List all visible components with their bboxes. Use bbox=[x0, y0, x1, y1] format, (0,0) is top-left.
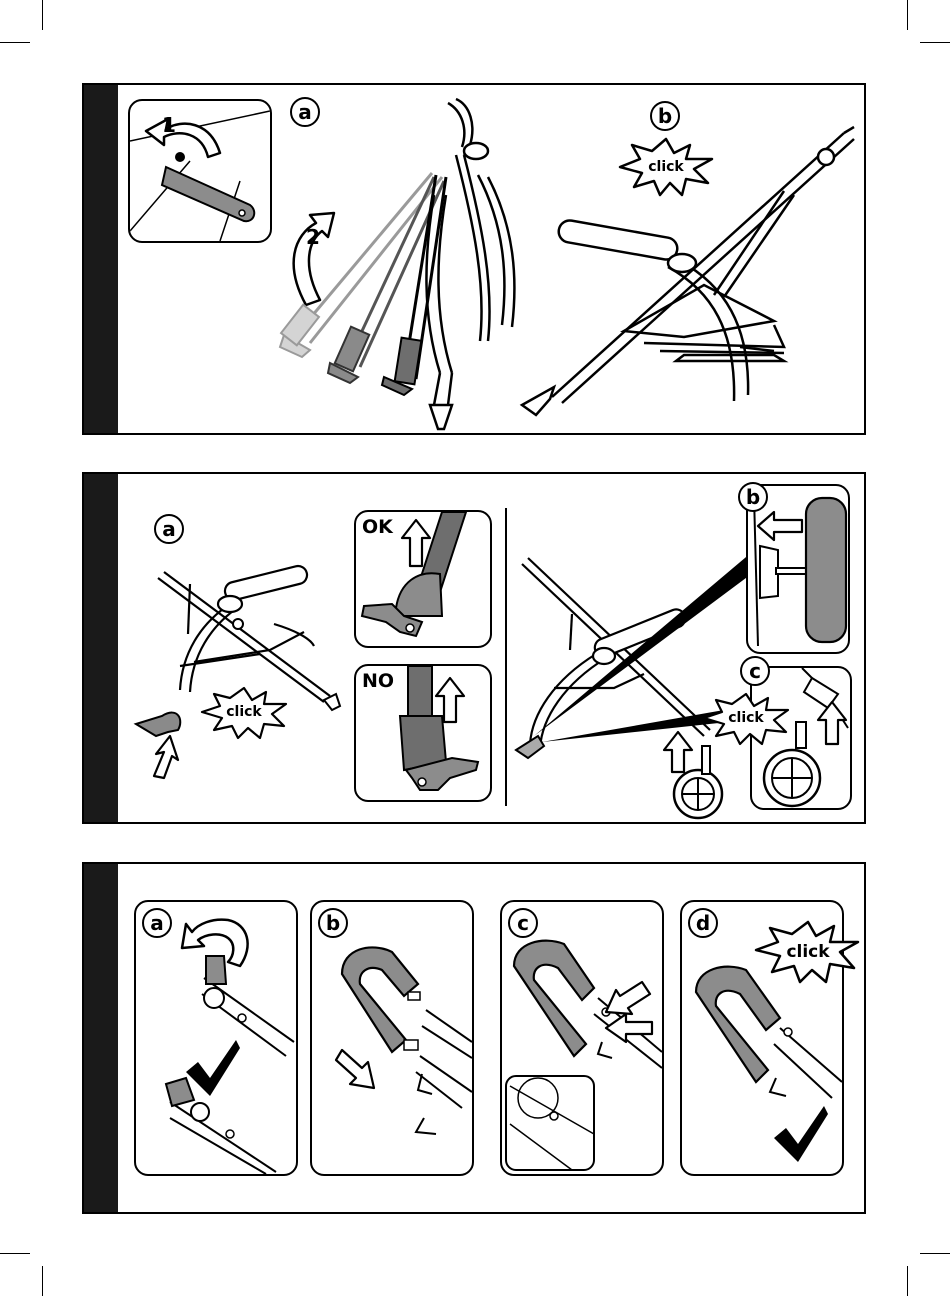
ok-label: OK bbox=[362, 516, 393, 538]
step-c-box bbox=[500, 900, 664, 1176]
crop-mark bbox=[42, 0, 43, 30]
click-text: click bbox=[194, 682, 294, 742]
label-b: b bbox=[650, 101, 680, 131]
push-arrow-icon bbox=[336, 1050, 374, 1088]
label-a: a bbox=[154, 514, 184, 544]
click-burst-icon: click bbox=[616, 137, 716, 197]
label-c: c bbox=[740, 656, 770, 686]
label-a: a bbox=[290, 97, 320, 127]
step-number-1: 1 bbox=[162, 113, 176, 137]
push-arrow-icon bbox=[758, 512, 802, 540]
push-arrow-icon bbox=[154, 736, 178, 778]
detail-inset-b bbox=[746, 484, 850, 654]
detail-inset-lever: 1 bbox=[128, 99, 272, 243]
label-d: d bbox=[688, 908, 718, 938]
click-text: click bbox=[696, 688, 796, 748]
click-burst-icon: click bbox=[754, 920, 862, 984]
crop-mark bbox=[920, 1253, 950, 1254]
label-b: b bbox=[318, 908, 348, 938]
panel-1-folding: 1 2 a b click bbox=[82, 83, 866, 435]
crop-mark bbox=[42, 1266, 43, 1296]
crop-mark bbox=[907, 1266, 908, 1296]
step-number-2: 2 bbox=[306, 225, 320, 249]
panel-2-wheels: a click OK NO bbox=[82, 472, 866, 824]
push-arrow-icon bbox=[606, 982, 650, 1014]
checkmark-icon bbox=[774, 1106, 828, 1162]
step-b-box bbox=[310, 900, 474, 1176]
label-b: b bbox=[738, 482, 768, 512]
push-arrow-icon bbox=[664, 732, 692, 772]
click-burst-icon: click bbox=[696, 688, 796, 748]
label-a: a bbox=[142, 908, 172, 938]
crop-mark bbox=[0, 42, 30, 43]
checkmark-icon bbox=[186, 1040, 240, 1096]
crop-mark bbox=[0, 1253, 30, 1254]
no-label: NO bbox=[362, 670, 394, 692]
step-a-box bbox=[134, 900, 298, 1176]
panel-3-handle: a b bbox=[82, 862, 866, 1214]
no-inset: NO bbox=[354, 664, 492, 802]
panel-tab bbox=[84, 864, 118, 1212]
label-c: c bbox=[508, 908, 538, 938]
push-arrow-icon bbox=[818, 702, 846, 744]
crop-mark bbox=[920, 42, 950, 43]
click-burst-icon: click bbox=[194, 682, 294, 742]
click-text: click bbox=[754, 920, 862, 984]
crop-mark bbox=[907, 0, 908, 30]
ok-inset: OK bbox=[354, 510, 492, 648]
click-text: click bbox=[616, 137, 716, 197]
